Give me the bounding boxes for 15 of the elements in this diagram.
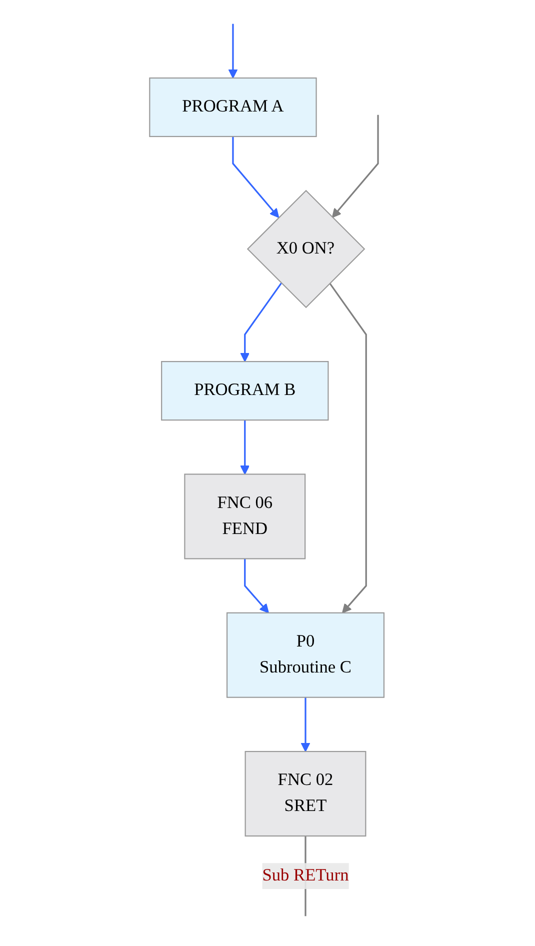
arrow — [244, 558, 269, 614]
arrow — [228, 24, 238, 78]
node-box: P0 Subroutine C — [226, 612, 384, 698]
arrow — [232, 136, 279, 218]
node-diamond: X0 ON? — [246, 190, 366, 308]
node-box: PROGRAM A — [148, 77, 317, 138]
edge-label: Sub RETurn — [262, 866, 349, 885]
node-box: PROGRAM B — [160, 361, 329, 421]
arrow — [300, 697, 310, 752]
arrow — [240, 420, 250, 475]
node-box: FNC 06 FEND — [184, 474, 306, 560]
arrow — [240, 282, 282, 362]
arrow — [328, 282, 367, 614]
node-box: FNC 02 SRET — [244, 750, 366, 837]
arrow — [332, 114, 379, 218]
